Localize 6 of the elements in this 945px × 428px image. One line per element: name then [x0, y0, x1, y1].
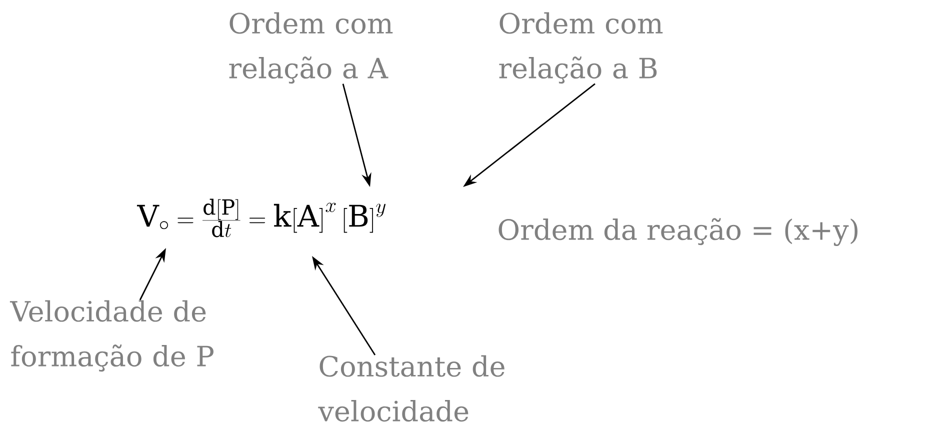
caption-text: Ordem com relação a B [499, 12, 663, 84]
caption-text: Ordem com relação a A [229, 12, 393, 84]
caption-text: Velocidade de formação de P [10, 300, 214, 372]
caption-text: Constante de velocidade [318, 355, 504, 422]
rate-equation: $\mathrm{V}_{\circ}=\frac{\mathrm{d[P]}}{\mathrm{d}t}=\mathrm{k[A]}^{x}\,\mathrm{[B]}^{y}$ [136, 198, 386, 238]
reaction-order-text: Ordem da reação = (x+y) [498, 218, 858, 246]
